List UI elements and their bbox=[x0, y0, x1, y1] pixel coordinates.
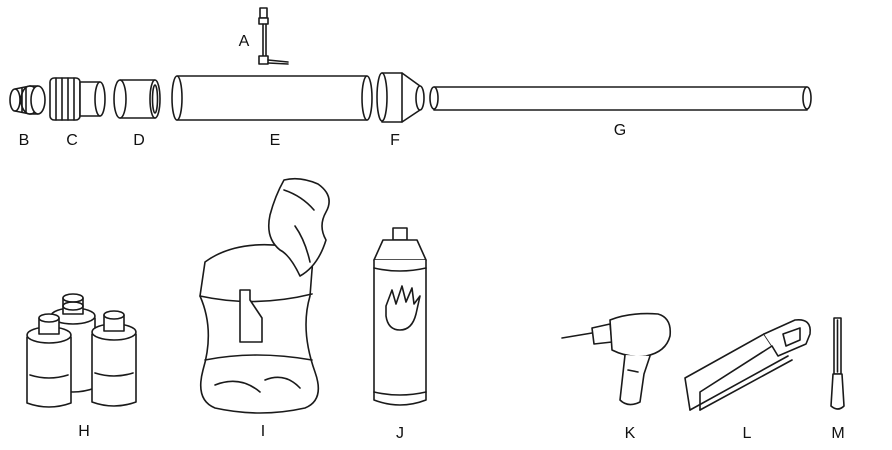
label-a: A bbox=[238, 33, 250, 50]
label-l: L bbox=[742, 425, 752, 442]
threaded-coupling-icon bbox=[49, 77, 106, 121]
spray-can-icon bbox=[373, 227, 427, 406]
chamber-pipe-icon bbox=[171, 75, 373, 121]
label-g: G bbox=[613, 122, 627, 139]
label-e: E bbox=[269, 132, 281, 149]
bagged-material-icon bbox=[199, 177, 330, 414]
primer-cement-cans-icon bbox=[26, 293, 137, 408]
label-h: H bbox=[78, 423, 90, 440]
reducer-icon bbox=[376, 72, 425, 123]
label-c: C bbox=[66, 132, 78, 149]
drill-icon bbox=[561, 312, 672, 406]
file-icon bbox=[830, 317, 845, 410]
label-i: I bbox=[260, 423, 266, 440]
valve-stem-icon bbox=[258, 7, 289, 65]
label-k: K bbox=[624, 425, 636, 442]
label-d: D bbox=[133, 132, 145, 149]
hacksaw-icon bbox=[684, 318, 812, 411]
coupling-sleeve-icon bbox=[113, 79, 161, 119]
label-m: M bbox=[831, 425, 845, 442]
barrel-pipe-icon bbox=[429, 86, 812, 111]
label-b: B bbox=[18, 132, 30, 149]
label-f: F bbox=[390, 132, 400, 149]
label-j: J bbox=[396, 425, 404, 442]
bushing-icon bbox=[9, 85, 46, 115]
